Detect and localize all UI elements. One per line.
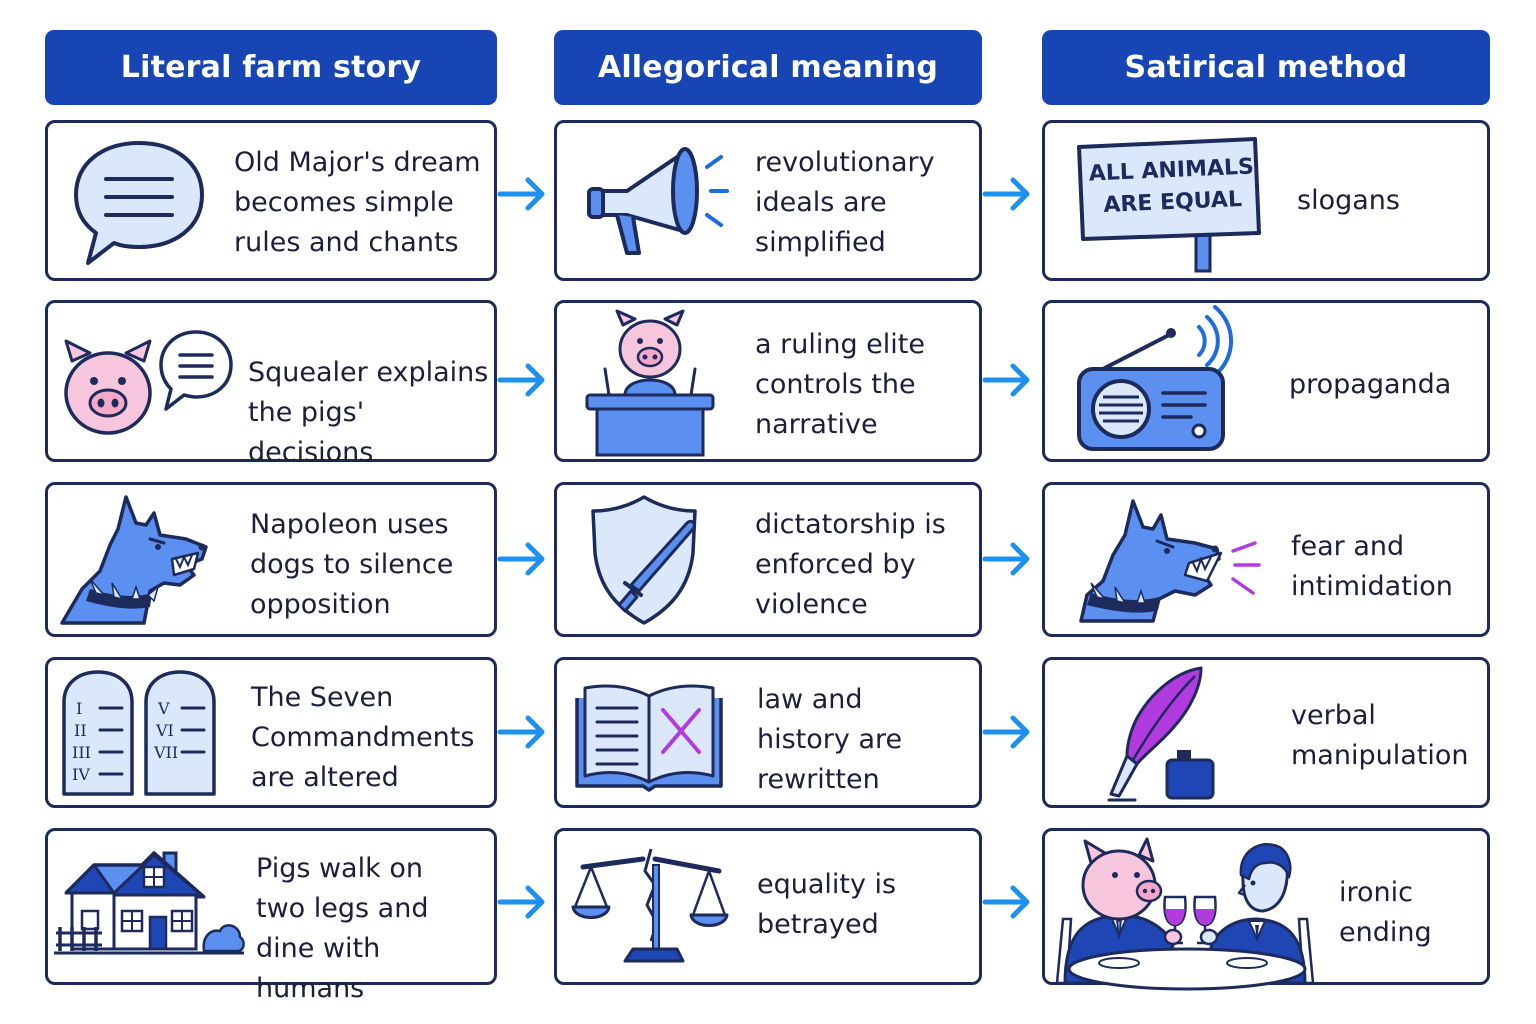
snarling-dog-icon [60,495,208,625]
arrow-right-icon [497,363,545,397]
header-literal-farm-story: Literal farm story [45,30,497,105]
card-satirical-propaganda: propaganda [1042,300,1490,462]
allegorical-text-row3: dictatorship is enforced by violence [755,509,946,620]
satirical-text-row4: verbal manipulation [1291,700,1469,771]
speech-bubble-icon [74,141,204,265]
sign-text: ALL ANIMALS ARE EQUAL [1088,154,1255,218]
pig-and-man-dining-icon [1055,837,1315,991]
card-literal-pigs-humans: Pigs walk on two legs and dine with huma… [45,828,497,1004]
shield-baton-icon [591,495,697,625]
card-satirical-ironic: ironic ending [1042,828,1490,991]
literal-text-row1: Old Major's dream becomes simple rules a… [234,147,481,258]
numeral-7: VII [153,743,178,762]
quill-ink-icon [1107,666,1215,802]
card-satirical-fear: fear and intimidation [1042,482,1490,637]
allegorical-text-row2: a ruling elite controls the narrative [755,329,925,440]
numeral-6: VI [155,721,174,740]
card-satirical-slogans: ALL ANIMALS ARE EQUAL slogans [1042,120,1490,281]
card-literal-old-major: Old Major's dream becomes simple rules a… [45,120,497,281]
allegorical-text-row4: law and history are rewritten [757,684,903,795]
numeral-4: IV [72,765,90,784]
arrow-right-icon [982,542,1030,576]
pig-at-podium-icon [585,309,715,457]
header-allegorical-meaning: Allegorical meaning [554,30,982,105]
arrow-right-icon [982,885,1030,919]
card-allegorical-elite: a ruling elite controls the narrative [554,300,982,462]
numeral-1: I [76,699,82,718]
literal-text-row5: Pigs walk on two legs and dine with huma… [256,853,429,1004]
satirical-text-row2: propaganda [1289,369,1452,400]
megaphone-icon [587,147,729,255]
satirical-text-row1: slogans [1297,185,1400,216]
literal-text-row4: The Seven Commandments are altered [251,682,475,793]
speech-bubble-icon [159,330,233,411]
broken-scales-icon [571,848,729,963]
arrow-right-icon [497,177,545,211]
arrow-right-icon [497,885,545,919]
arrow-right-icon [497,542,545,576]
protest-sign-icon [1077,137,1261,273]
literal-text-row2: Squealer explains the pigs' decisions [248,357,489,468]
arrow-right-icon [497,715,545,749]
satirical-text-row5: ironic ending [1339,877,1432,948]
card-literal-commandments: I II III IV V VI VII The Seven Commandme… [45,657,497,808]
satirical-text-row3: fear and intimidation [1291,531,1453,602]
numeral-5: V [157,699,170,718]
card-allegorical-ideals: revolutionary ideals are simplified [554,120,982,281]
farmhouse-icon [54,851,245,955]
card-allegorical-dictatorship: dictatorship is enforced by violence [554,482,982,637]
card-allegorical-rewritten: law and history are rewritten [554,657,982,808]
allegorical-text-row5: equality is betrayed [757,869,897,940]
card-satirical-verbal: verbal manipulation [1042,657,1490,808]
numeral-3: III [72,743,91,762]
open-book-icon [575,684,723,792]
header-satirical-method: Satirical method [1042,30,1490,105]
stone-tablets-icon: I II III IV V VI VII [62,670,216,796]
card-allegorical-equality: equality is betrayed [554,828,982,985]
card-literal-squealer: Squealer explains the pigs' decisions [45,300,497,468]
numeral-2: II [74,721,87,740]
radio-icon [1077,305,1233,451]
literal-text-row3: Napoleon uses dogs to silence opposition [250,509,454,620]
allegorical-text-row1: revolutionary ideals are simplified [755,147,935,258]
card-literal-napoleon-dogs: Napoleon uses dogs to silence opposition [45,482,497,637]
barking-dog-icon [1079,499,1261,623]
pig-face-icon [64,339,152,435]
arrow-right-icon [982,715,1030,749]
arrow-right-icon [982,363,1030,397]
arrow-right-icon [982,177,1030,211]
